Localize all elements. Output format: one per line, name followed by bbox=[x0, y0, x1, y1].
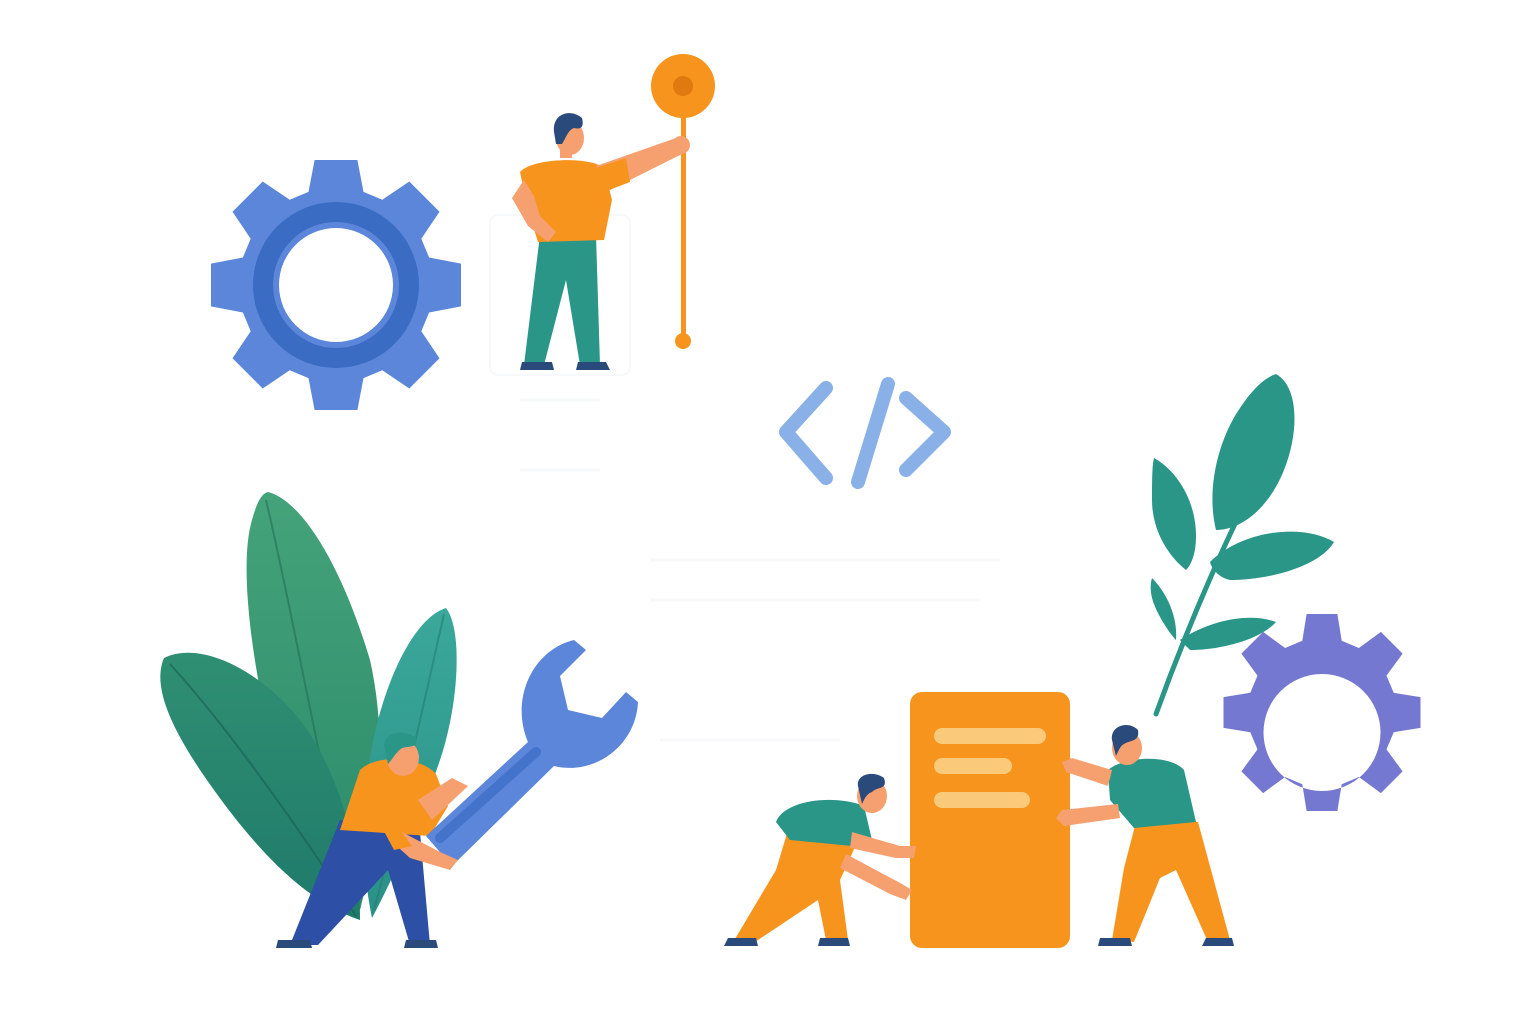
code-icon bbox=[779, 377, 951, 489]
leaf-icon bbox=[1210, 531, 1334, 580]
leaf-icon bbox=[1212, 374, 1295, 530]
document-icon bbox=[910, 692, 1070, 948]
leaf-icon bbox=[1150, 578, 1177, 640]
wrench-icon bbox=[426, 640, 638, 866]
gear-icon bbox=[1223, 614, 1421, 811]
leaf-icon bbox=[246, 492, 381, 910]
leaf-icon bbox=[1152, 458, 1196, 570]
leaf-icon bbox=[160, 652, 360, 920]
person-with-wrench bbox=[276, 640, 638, 948]
person-holding-pin bbox=[512, 54, 715, 370]
faint-background-mockup bbox=[489, 214, 1000, 742]
location-pin-icon bbox=[651, 54, 715, 118]
leaf-icon bbox=[1180, 617, 1276, 650]
pin-base bbox=[675, 333, 691, 349]
person-pushing-right bbox=[1056, 725, 1234, 946]
pin-pole bbox=[681, 110, 686, 340]
gear-icon bbox=[211, 160, 461, 410]
person-pushing-left bbox=[724, 773, 916, 946]
leaf-plant-right bbox=[1150, 374, 1334, 717]
